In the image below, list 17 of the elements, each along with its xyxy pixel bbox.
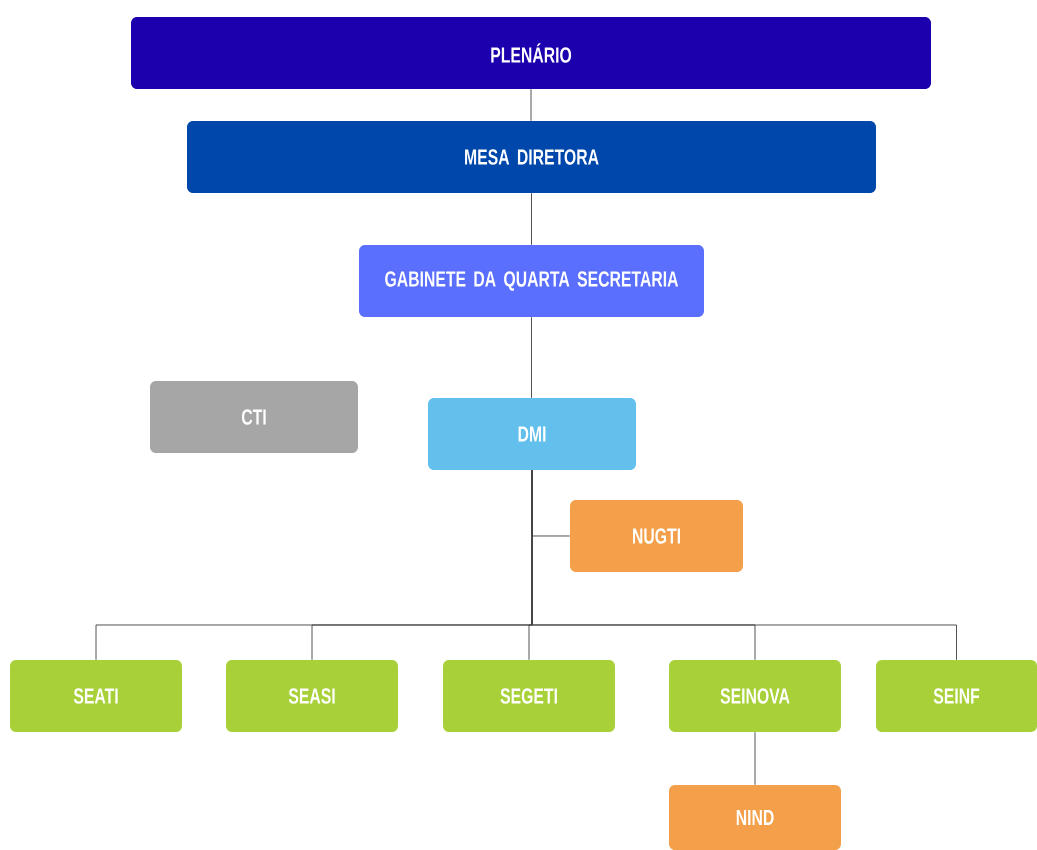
- connector-line: [531, 316, 532, 399]
- org-box: MESA DIRETORA: [187, 121, 876, 193]
- connector-line: [531, 192, 532, 246]
- org-box: SEINOVA: [669, 660, 841, 732]
- org-box: SEINF: [876, 660, 1037, 732]
- org-box: NIND: [669, 785, 841, 850]
- org-box: DMI: [428, 398, 636, 470]
- org-box: SEGETI: [443, 660, 615, 732]
- org-box: GABINETE DA QUARTA SECRETARIA: [359, 245, 704, 317]
- org-box: NUGTI: [570, 500, 743, 572]
- connector-line: [531, 469, 957, 661]
- connector-line: [530, 88, 532, 122]
- org-box: PLENÁRIO: [131, 17, 931, 89]
- connector-line: [754, 731, 756, 786]
- org-box: SEASI: [226, 660, 398, 732]
- org-box: SEATI: [10, 660, 182, 732]
- org-box: CTI: [150, 381, 358, 453]
